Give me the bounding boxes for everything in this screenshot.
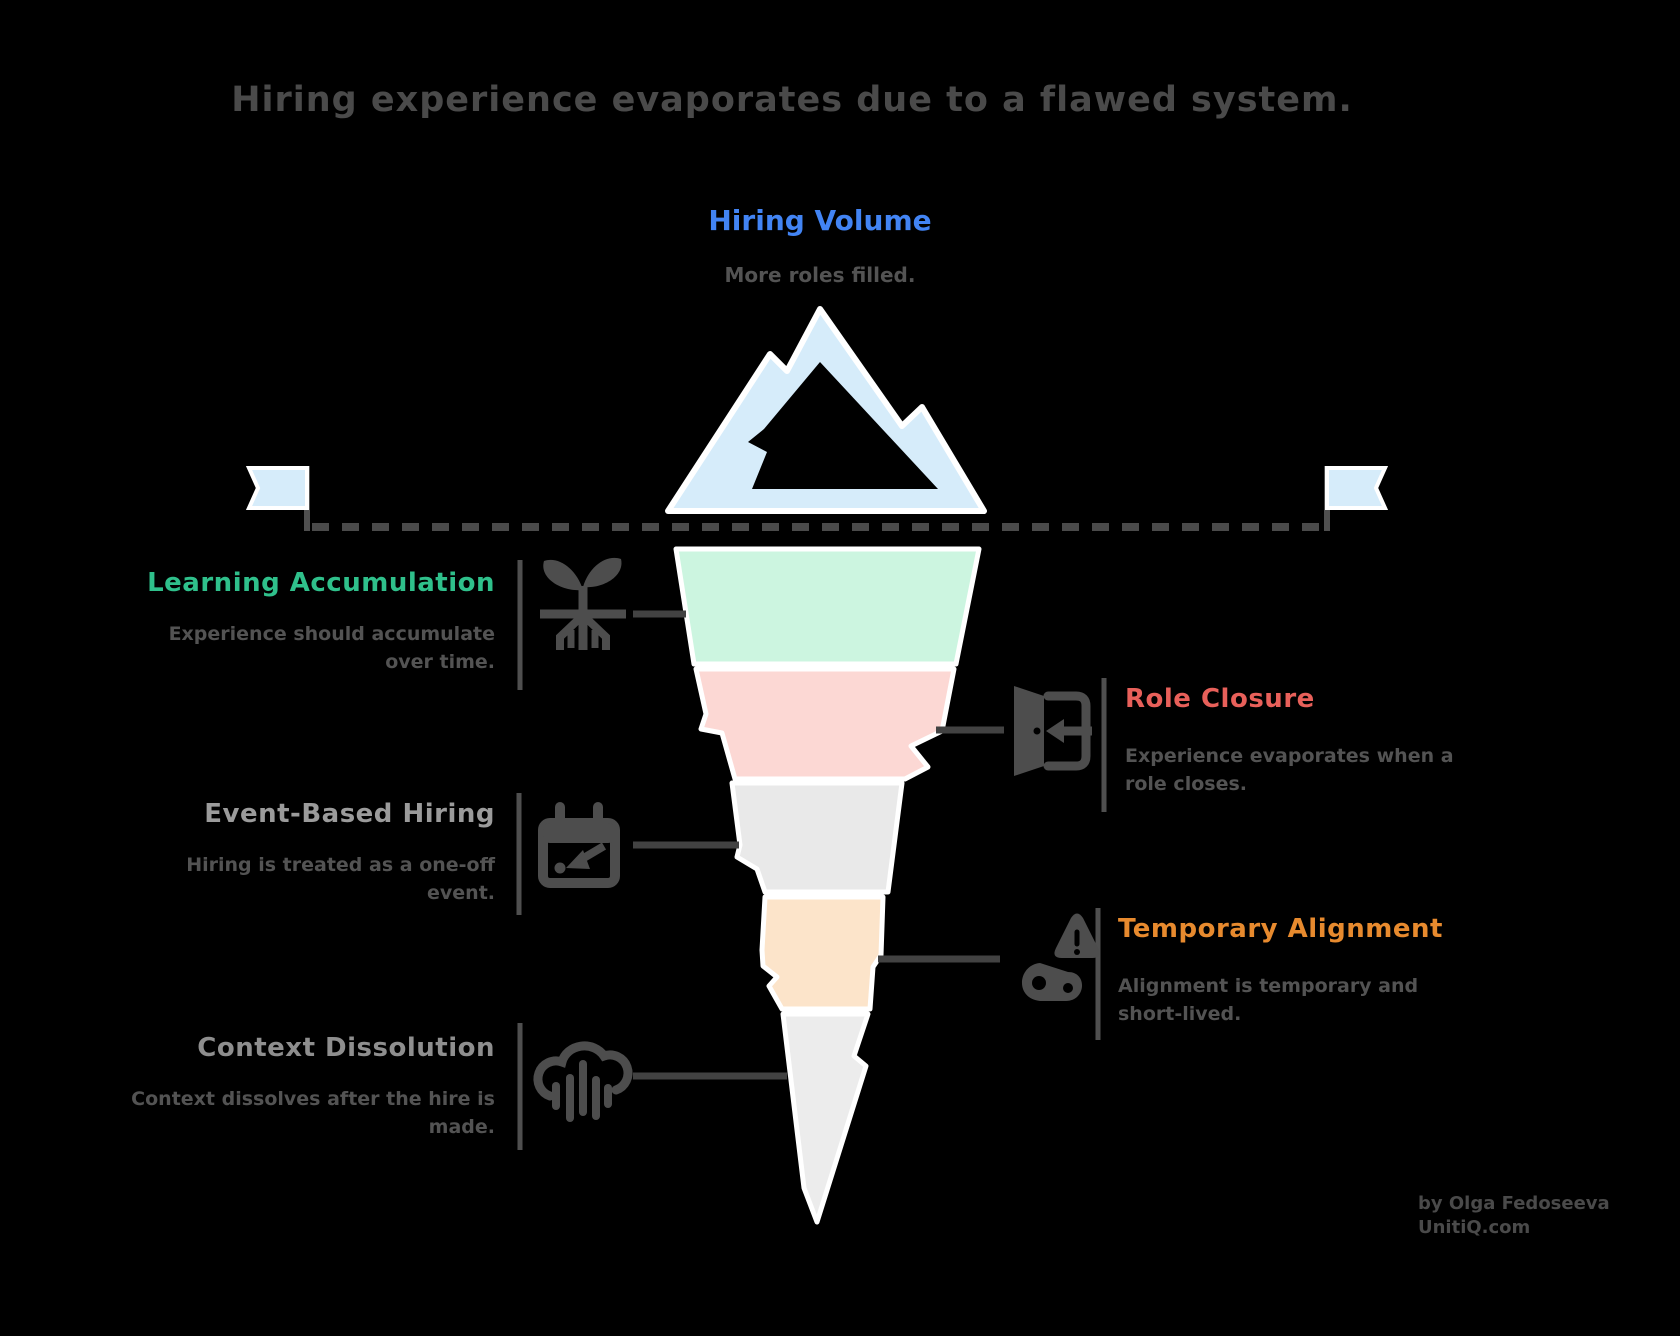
flag-left-icon bbox=[245, 466, 310, 531]
section-title-context-dissolution: Context Dissolution bbox=[197, 1033, 495, 1063]
section-subtitle-temporary-alignment: Alignment is temporary and short-lived. bbox=[1118, 975, 1419, 1025]
section-title-temporary-alignment: Temporary Alignment bbox=[1118, 914, 1443, 944]
page-title: Hiring experience evaporates due to a fl… bbox=[231, 80, 1353, 120]
section-subtitle-context-dissolution: Context dissolves after the hire is made… bbox=[131, 1088, 495, 1138]
attribution-site: UnitiQ.com bbox=[1418, 1217, 1531, 1238]
hiring-volume-subtitle: More roles filled. bbox=[724, 263, 916, 287]
cloud-rain-icon bbox=[533, 1041, 633, 1122]
iceberg-segment-learning bbox=[673, 546, 982, 667]
seedling-icon bbox=[540, 557, 626, 650]
section-title-role-closure: Role Closure bbox=[1125, 684, 1315, 714]
flag-right-icon bbox=[1324, 466, 1389, 531]
attribution: by Olga Fedoseeva UnitiQ.com bbox=[1418, 1192, 1680, 1240]
calendar-icon bbox=[538, 802, 620, 888]
section-title-learning-accumulation: Learning Accumulation bbox=[147, 568, 495, 598]
iceberg-segment-role-closure bbox=[693, 666, 957, 782]
section-subtitle-event-based-hiring: Hiring is treated as a one-off event. bbox=[186, 854, 495, 904]
iceberg-segment-context bbox=[780, 1011, 871, 1225]
iceberg-segment-temporary bbox=[759, 894, 886, 1012]
section-title-event-based-hiring: Event-Based Hiring bbox=[204, 799, 495, 829]
section-subtitle-role-closure: Experience evaporates when a role closes… bbox=[1125, 745, 1454, 795]
hiring-volume-title: Hiring Volume bbox=[708, 204, 932, 237]
warning-link-icon bbox=[1021, 913, 1100, 1001]
door-exit-icon bbox=[1014, 686, 1092, 776]
mountain-icon bbox=[665, 306, 987, 514]
iceberg-segment-event-based bbox=[729, 780, 905, 895]
attribution-author: by Olga Fedoseeva bbox=[1418, 1193, 1610, 1214]
section-subtitle-learning-accumulation: Experience should accumulate over time. bbox=[168, 623, 495, 673]
